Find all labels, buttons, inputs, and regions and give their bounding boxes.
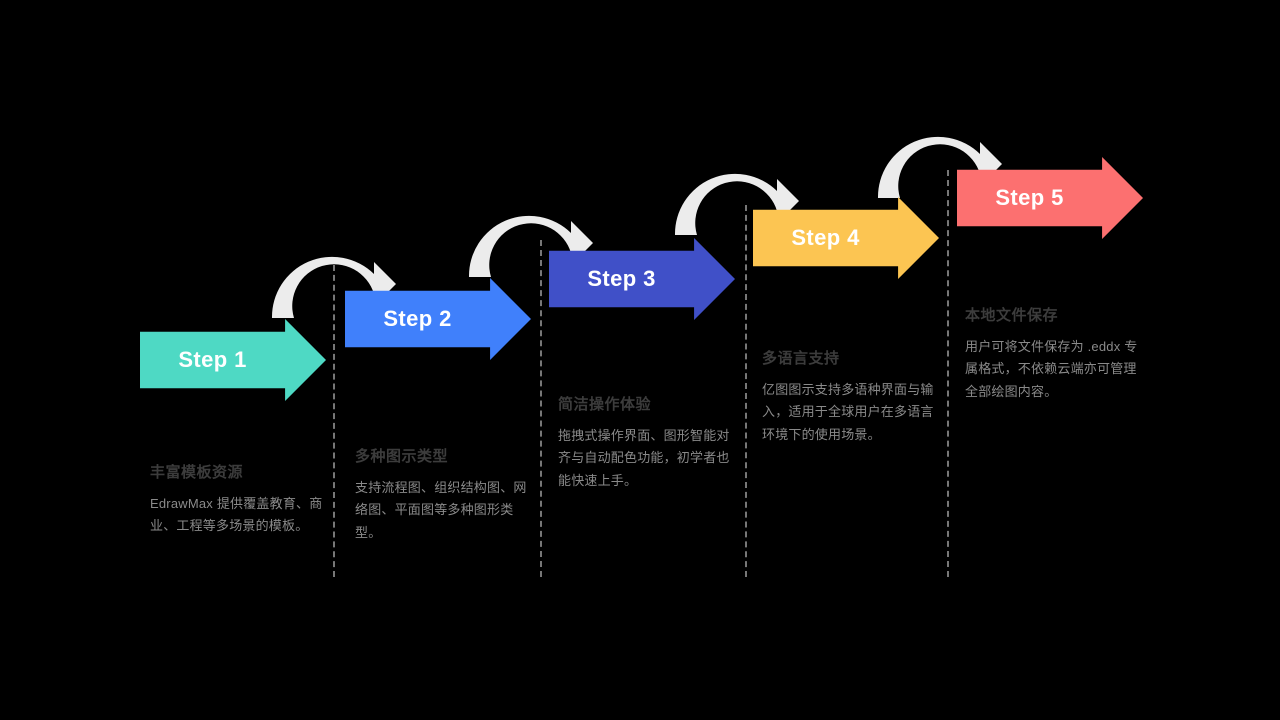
divider-3 [745, 205, 747, 577]
step-title-4: 多语言支持 [762, 350, 840, 367]
step-text-5: 本地文件保存 用户可将文件保存为 .eddx 专属格式，不依赖云端亦可管理全部绘… [965, 307, 1147, 403]
step-body-5: 用户可将文件保存为 .eddx 专属格式，不依赖云端亦可管理全部绘图内容。 [965, 339, 1138, 399]
step-title-5: 本地文件保存 [965, 307, 1059, 324]
step-arrow-1-shape [140, 319, 326, 401]
step-text-3: 简洁操作体验 拖拽式操作界面、图形智能对齐与自动配色功能，初学者也能快速上手。 [558, 396, 740, 492]
step-arrow-3-shape [549, 238, 735, 320]
step-body-2: 支持流程图、组织结构图、网络图、平面图等多种图形类型。 [355, 480, 527, 540]
step-arrow-5-shape [957, 157, 1143, 239]
step-arrow-3[interactable]: Step 3 [549, 238, 735, 320]
connector-2-to-3-icon [459, 191, 599, 281]
divider-1 [333, 265, 335, 577]
connector-1-to-2-icon [262, 232, 402, 322]
step-title-1: 丰富模板资源 [150, 464, 244, 481]
step-text-4: 多语言支持 亿图图示支持多语种界面与输入，适用于全球用户在多语言环境下的使用场景… [762, 350, 944, 446]
step-text-1: 丰富模板资源 EdrawMax 提供覆盖教育、商业、工程等多场景的模板。 [150, 464, 332, 538]
step-arrow-2-shape [345, 278, 531, 360]
step-arrow-4[interactable]: Step 4 [753, 197, 939, 279]
step-arrow-4-shape [753, 197, 939, 279]
connector-3-to-4-icon [665, 149, 805, 239]
step-arrow-5[interactable]: Step 5 [957, 157, 1143, 239]
step-title-3: 简洁操作体验 [558, 396, 652, 413]
divider-4 [947, 170, 949, 577]
step-body-4: 亿图图示支持多语种界面与输入，适用于全球用户在多语言环境下的使用场景。 [762, 382, 934, 442]
divider-2 [540, 240, 542, 577]
step-arrow-2[interactable]: Step 2 [345, 278, 531, 360]
step-arrow-1[interactable]: Step 1 [140, 319, 326, 401]
connector-4-to-5-icon [868, 112, 1008, 202]
step-text-2: 多种图示类型 支持流程图、组织结构图、网络图、平面图等多种图形类型。 [355, 448, 537, 544]
step-title-2: 多种图示类型 [355, 448, 449, 465]
step-body-3: 拖拽式操作界面、图形智能对齐与自动配色功能，初学者也能快速上手。 [558, 428, 730, 488]
step-body-1: EdrawMax 提供覆盖教育、商业、工程等多场景的模板。 [150, 496, 323, 534]
